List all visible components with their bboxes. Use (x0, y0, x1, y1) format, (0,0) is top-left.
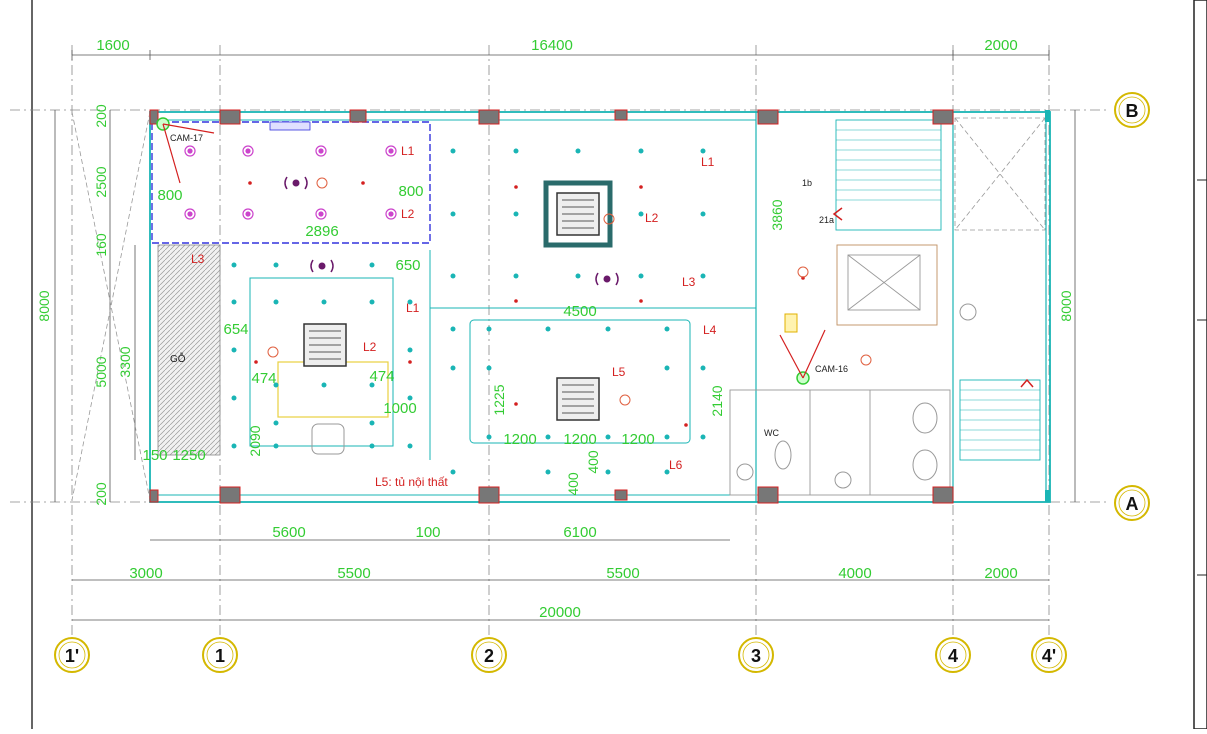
speaker-icon (310, 259, 334, 273)
columns (149, 109, 954, 504)
grid-bubble-icon (54, 92, 1150, 673)
column-edge (1045, 110, 1050, 122)
downlight-icon (231, 148, 706, 475)
dim-top-2: 16400 (531, 37, 573, 54)
label-cam-16: CAM-16 (815, 364, 848, 374)
label-l4: L4 (703, 323, 717, 337)
wc-fixtures (736, 303, 977, 489)
grid-label-b: B (1126, 101, 1139, 121)
label-wc: WC (764, 428, 779, 438)
dim-150: 150 (142, 447, 167, 464)
ceiling-ac-cassette-icon (303, 323, 347, 367)
stair-arrow (832, 207, 843, 221)
label-stair-21a: 21a (819, 215, 834, 225)
dim-left-seg-1: 200 (93, 104, 109, 128)
dim-800-right: 800 (398, 183, 423, 200)
wood-panel-wall (157, 244, 221, 456)
dim-left-inner: 3300 (117, 346, 133, 377)
label-wood: GỖ (170, 352, 186, 365)
dim-4500: 4500 (563, 303, 596, 320)
grid-label-a: A (1126, 494, 1139, 514)
label-cam-17: CAM-17 (170, 133, 203, 143)
column-edge (1045, 490, 1050, 502)
label-stair-1b: 1b (802, 178, 812, 188)
dim-bottom1-2: 100 (415, 524, 440, 541)
dim-left-seg-3: 160 (93, 233, 109, 257)
right-void (954, 117, 1046, 231)
ceiling-zone-left (249, 277, 394, 447)
dim-400-b: 400 (565, 472, 581, 496)
dim-bottom2-3: 5500 (606, 565, 639, 582)
dim-1225: 1225 (491, 384, 507, 415)
stair-arrow (1020, 378, 1034, 388)
label-l3-right: L3 (682, 275, 696, 289)
label-l2-meeting: L2 (401, 207, 415, 221)
dim-top-3: 2000 (984, 37, 1017, 54)
smoke-detector-icon (267, 177, 872, 406)
dim-2896: 2896 (305, 223, 338, 240)
label-l1-right: L1 (701, 155, 715, 169)
stair-treads (836, 129, 1040, 451)
camera-icon (156, 117, 215, 184)
grid-label-1-prime: 1' (65, 646, 79, 666)
wall-ac-unit (269, 121, 311, 131)
dim-bottom2-4: 4000 (838, 565, 871, 582)
speaker-icon (284, 176, 308, 190)
speaker-icon (595, 272, 619, 286)
exit-sign (784, 313, 798, 333)
dim-654: 654 (223, 321, 248, 338)
label-l5: L5 (612, 365, 626, 379)
label-l2-mid: L2 (363, 340, 377, 354)
dim-474-left: 474 (251, 370, 276, 387)
ceiling-ac-cassette-icon (543, 180, 613, 248)
dim-2140: 2140 (709, 385, 725, 416)
grid-label-4-prime: 4' (1042, 646, 1056, 666)
label-l1-mid: L1 (406, 301, 420, 315)
dim-top-1: 1600 (96, 37, 129, 54)
dim-800-left: 800 (157, 187, 182, 204)
downlight-icon (184, 145, 397, 220)
left-balcony (71, 111, 151, 501)
dimension-lines (54, 50, 1076, 621)
dim-650: 650 (395, 257, 420, 274)
dim-right: 8000 (1058, 290, 1074, 321)
dim-left-outer: 8000 (36, 290, 52, 321)
dim-474-right: 474 (369, 368, 394, 385)
ceiling-zone-center (469, 319, 691, 444)
label-l3-left: L3 (191, 252, 205, 266)
dim-2090: 2090 (247, 425, 263, 456)
stair-core (729, 119, 1041, 496)
dim-left-seg-2: 2500 (93, 166, 109, 197)
dim-bottom2-2: 5500 (337, 565, 370, 582)
label-l6: L6 (669, 458, 683, 472)
dim-left-seg-4: 5000 (93, 356, 109, 387)
dim-left-seg-5: 200 (93, 482, 109, 506)
office-chair (311, 423, 345, 455)
dim-400-a: 400 (585, 450, 601, 474)
title-block (1193, 0, 1207, 730)
dim-1250: 1250 (172, 447, 205, 464)
label-l1-meeting: L1 (401, 144, 415, 158)
ceiling-ac-cassette-icon (556, 377, 600, 421)
grid-label-3: 3 (751, 646, 761, 666)
camera-icon (779, 329, 826, 385)
label-l2-right: L2 (645, 211, 659, 225)
dim-bottom2-5: 2000 (984, 565, 1017, 582)
grid-label-4: 4 (948, 646, 958, 666)
grid-label-2: 2 (484, 646, 494, 666)
dim-total: 20000 (539, 604, 581, 621)
dim-3860: 3860 (769, 199, 785, 230)
dim-bottom1-3: 6100 (563, 524, 596, 541)
dim-1200-1: 1200 (503, 431, 536, 448)
label-l5-note: L5: tủ nội thất (375, 475, 448, 489)
outer-wall (149, 111, 1051, 503)
dim-1200-3: 1200 (621, 431, 654, 448)
dim-1200-2: 1200 (563, 431, 596, 448)
grid-label-1: 1 (215, 646, 225, 666)
dim-bottom2-1: 3000 (129, 565, 162, 582)
dim-bottom1-1: 5600 (272, 524, 305, 541)
dim-1000: 1000 (383, 400, 416, 417)
